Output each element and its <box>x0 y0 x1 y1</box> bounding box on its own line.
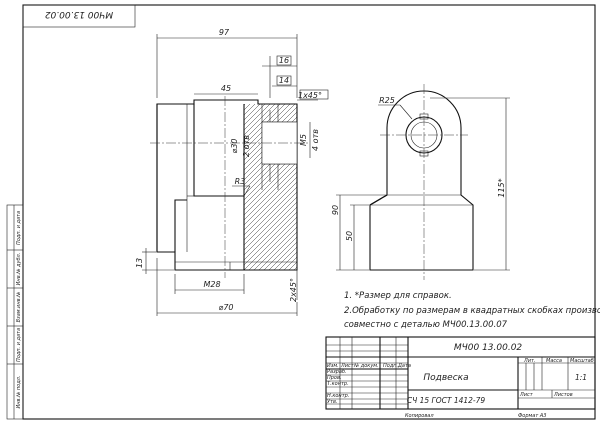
strip-label-3: Взам.инв.№ <box>16 292 22 323</box>
hatch-line <box>244 104 280 270</box>
hatch-line <box>244 104 297 270</box>
hatch-line <box>244 104 297 270</box>
binding-strip: Подп. и дата Инв.№ дубл. Взам.инв.№ Подп… <box>6 204 24 420</box>
hatch-line <box>244 104 297 270</box>
note-1: 1. *Размер для справок. <box>344 291 452 301</box>
tb-role-nkontr: Н.контр. <box>327 393 349 399</box>
hatch-line <box>244 104 297 270</box>
hatch-line <box>244 104 297 270</box>
hatch-line <box>244 104 297 270</box>
hatch-line <box>244 104 297 270</box>
dim-4-holes: 4 отв <box>311 129 320 151</box>
top-stamp: МЧ00 13.00.02 <box>22 4 136 28</box>
dim-16: 16 <box>279 56 289 65</box>
dim-90: 90 <box>331 205 340 215</box>
hatch-line <box>244 104 260 270</box>
tb-col-date: Дата <box>397 363 411 369</box>
title-block: МЧ00 13.00.02 Изм. Лист № докум. Подп. Д… <box>325 336 596 419</box>
hatch-line <box>304 100 474 270</box>
technical-notes: 1. *Размер для справок. 2.Обработку по р… <box>344 291 600 330</box>
tb-mass-label: Масса <box>546 358 562 364</box>
strip-label-2: Инв.№ дубл. <box>16 253 22 286</box>
tb-format: Формат А3 <box>518 413 546 419</box>
dim-d70: ⌀70 <box>219 303 234 312</box>
tb-copied: Копировал <box>405 413 434 419</box>
hatch-line <box>273 104 297 270</box>
dim-chamfer-bottom: 2х45° <box>289 278 298 302</box>
tb-col-izm: Изм. <box>327 363 339 369</box>
hatch-line <box>248 104 297 270</box>
tb-scale-label: Масштаб <box>570 358 594 364</box>
hatch-line <box>314 100 484 270</box>
hatch-line <box>64 100 234 270</box>
hatch-line <box>244 104 297 270</box>
tb-role-tkontr: Т.контр. <box>327 381 349 387</box>
tb-part-name: Подвеска <box>423 373 468 383</box>
strip-label-4: Подп. и дата <box>16 328 22 362</box>
dim-50: 50 <box>345 231 354 241</box>
dim-14: 14 <box>279 76 289 85</box>
tb-sheet-label: Лист <box>519 392 534 398</box>
tb-role-utv: Утв. <box>327 399 338 405</box>
hatch-line <box>244 104 290 270</box>
hatch-line <box>244 104 297 270</box>
dim-2-holes: 2 отв <box>242 135 251 157</box>
hatch-line <box>283 104 297 270</box>
hatch-line <box>244 104 255 270</box>
hatch-line <box>319 100 489 270</box>
tb-col-docnum: № докум. <box>353 363 379 369</box>
dim-d30: ⌀30 <box>230 139 239 154</box>
dim-r3: R3 <box>235 177 246 186</box>
top-stamp-text: МЧ00 13.00.02 <box>45 9 114 19</box>
hatch-line <box>244 104 297 270</box>
hatch-line <box>244 104 285 270</box>
dim-115: 115* <box>497 178 506 197</box>
dim-45: 45 <box>221 84 231 93</box>
tb-designation: МЧ00 13.00.02 <box>454 343 523 353</box>
hatch-line <box>288 104 297 270</box>
hatch-line <box>244 104 297 270</box>
tb-col-list: Лист <box>340 363 355 369</box>
tb-lit-label: Лит. <box>523 358 536 364</box>
strip-label-5: Инв.№ подл. <box>16 376 22 409</box>
dim-m5: М5 <box>299 134 308 146</box>
tb-sheets-label: Листов <box>553 392 573 398</box>
dim-13: 13 <box>135 258 144 268</box>
tb-role-razrab: Разраб. <box>327 369 347 375</box>
front-view: 97 16 14 45 1х45° ⌀30 2 отв М5 4 отв R3 … <box>64 28 489 316</box>
tb-material: СЧ 15 ГОСТ 1412-79 <box>407 396 486 405</box>
tb-col-sign: Подп. <box>383 363 398 369</box>
dim-m28: М28 <box>203 280 220 289</box>
hatch-line <box>299 100 469 270</box>
dim-r25: R25 <box>379 96 395 105</box>
strip-label-1: Подп. и дата <box>16 211 22 245</box>
hatch-line <box>244 104 275 270</box>
side-view: R25 90 50 115* <box>331 84 510 280</box>
hatch-line <box>258 104 297 270</box>
hatch-line <box>293 104 297 270</box>
hatch-line <box>263 104 297 270</box>
hatch-line <box>309 100 479 270</box>
note-3: совместно с деталью МЧ00.13.00.07 <box>344 320 508 330</box>
dim-chamfer-top: 1х45° <box>298 91 322 100</box>
hatch-line <box>244 104 250 270</box>
hatch-line <box>244 104 297 270</box>
hatch-line <box>244 104 245 270</box>
tb-scale-value: 1:1 <box>575 373 587 382</box>
hatch-line <box>278 104 297 270</box>
hatch-line <box>244 104 297 270</box>
hatch-line <box>244 104 297 270</box>
hatch-line <box>244 104 297 270</box>
dim-97: 97 <box>219 28 230 37</box>
hatch-line <box>244 104 297 270</box>
hatch-line <box>69 100 239 270</box>
hatch-line <box>253 104 297 270</box>
note-2: 2.Обработку по размерам в квадратных ско… <box>344 306 600 316</box>
tb-role-prov: Пров. <box>327 375 342 381</box>
